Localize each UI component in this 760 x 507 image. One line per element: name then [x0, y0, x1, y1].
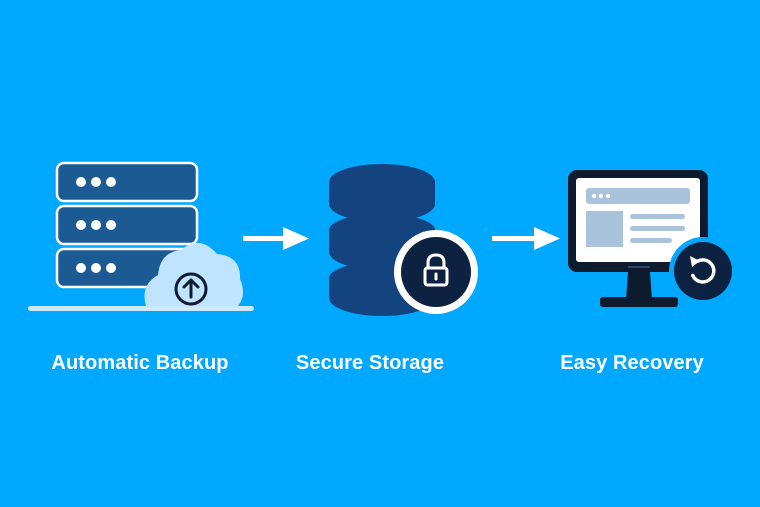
step-label-secure-storage: Secure Storage — [295, 352, 445, 374]
lock-badge-icon — [394, 230, 478, 314]
ground-line — [28, 306, 254, 311]
arrow-right-icon — [492, 227, 560, 250]
cloud-upload-icon — [144, 242, 244, 306]
monitor-restore-icon — [568, 170, 737, 307]
step-label-easy-recovery: Easy Recovery — [560, 352, 704, 374]
server-cloud-upload-icon — [28, 161, 254, 311]
step-label-automatic-backup: Automatic Backup — [51, 352, 229, 374]
arrow-right-icon — [243, 227, 309, 250]
monitor-icon — [568, 170, 708, 307]
database-lock-icon — [329, 164, 478, 316]
restore-badge-icon — [669, 237, 737, 305]
